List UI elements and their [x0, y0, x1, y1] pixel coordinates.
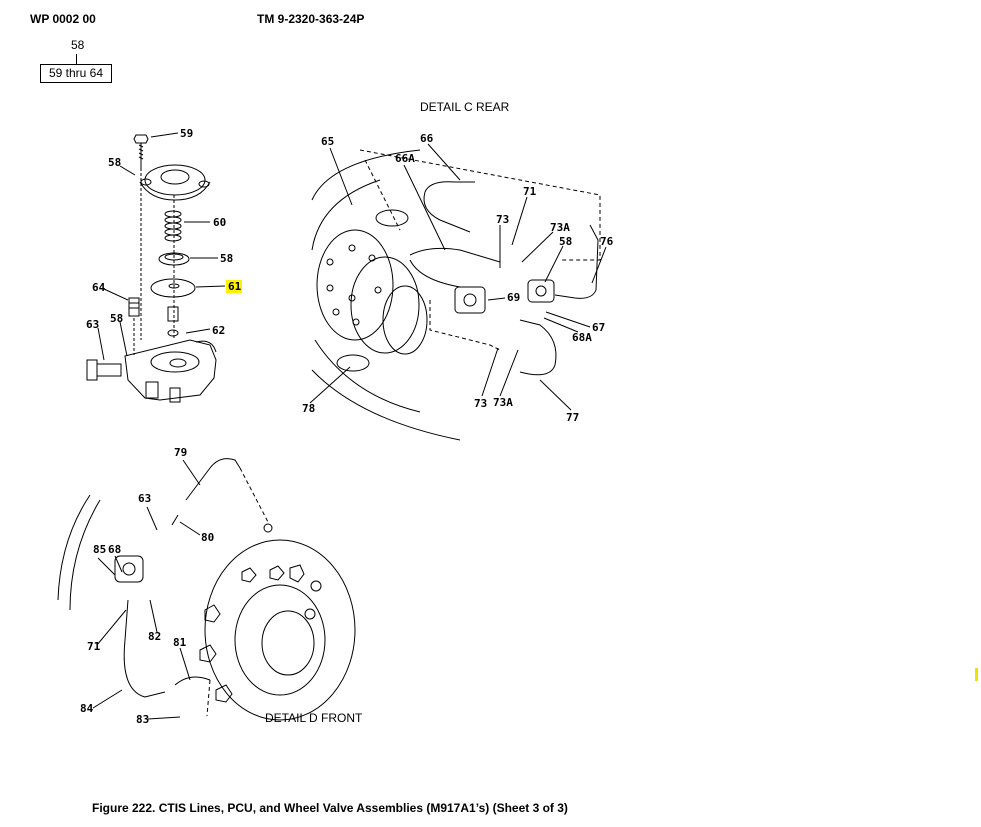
callout: 71	[523, 185, 537, 198]
callout: 58	[108, 156, 121, 169]
work-package-number: WP 0002 00	[30, 12, 96, 26]
callout: 81	[173, 636, 187, 649]
callout: 64	[92, 281, 106, 294]
callout: 58	[559, 235, 572, 248]
callout: 66	[420, 132, 434, 145]
callout: 65	[321, 135, 334, 148]
callout: 67	[592, 321, 605, 334]
callout-61-highlight	[226, 280, 242, 293]
callout: 73	[474, 397, 487, 410]
callout: 63	[138, 492, 151, 505]
callout: 76	[600, 235, 614, 248]
figure-caption: Figure 222. CTIS Lines, PCU, and Wheel V…	[92, 801, 568, 815]
callout: 73A	[550, 221, 570, 234]
detail-c-rear-drawing	[309, 143, 607, 441]
callout: 71	[87, 640, 101, 653]
change-bar-marker	[975, 668, 978, 681]
detail-d-label: DETAIL D FRONT	[265, 711, 363, 725]
callout: 58	[110, 312, 123, 325]
parent-item-number: 58	[71, 38, 85, 52]
callout: 60	[213, 216, 226, 229]
detail-d-front-drawing	[57, 458, 356, 721]
callout: 79	[174, 446, 187, 459]
callout: 66A	[395, 152, 415, 165]
callout: 68	[108, 543, 121, 556]
callout: 61	[228, 280, 242, 293]
child-range-box: 59 thru 64	[40, 64, 112, 83]
callout: 59	[180, 127, 193, 140]
detail-c-label: DETAIL C REAR	[420, 100, 510, 114]
callout: 73A	[493, 396, 513, 409]
callout: 80	[201, 531, 214, 544]
callout: 82	[148, 630, 161, 643]
callout: 58	[220, 252, 233, 265]
callout: 83	[136, 713, 149, 726]
callout: 69	[507, 291, 520, 304]
pcu-exploded-assembly	[86, 132, 226, 403]
callout: 77	[566, 411, 579, 424]
callout: 68A	[572, 331, 592, 344]
callout: 84	[80, 702, 94, 715]
callout: 63	[86, 318, 99, 331]
nav-connector-line	[76, 54, 77, 65]
callout: 73	[496, 213, 509, 226]
callout: 85	[93, 543, 106, 556]
exploded-view-illustration: 59 58 60 58 61 64 63 58 62 65 66 66A 71 …	[57, 127, 614, 726]
callout: 62	[212, 324, 225, 337]
technical-manual-number: TM 9-2320-363-24P	[257, 12, 365, 26]
callout: 78	[302, 402, 315, 415]
